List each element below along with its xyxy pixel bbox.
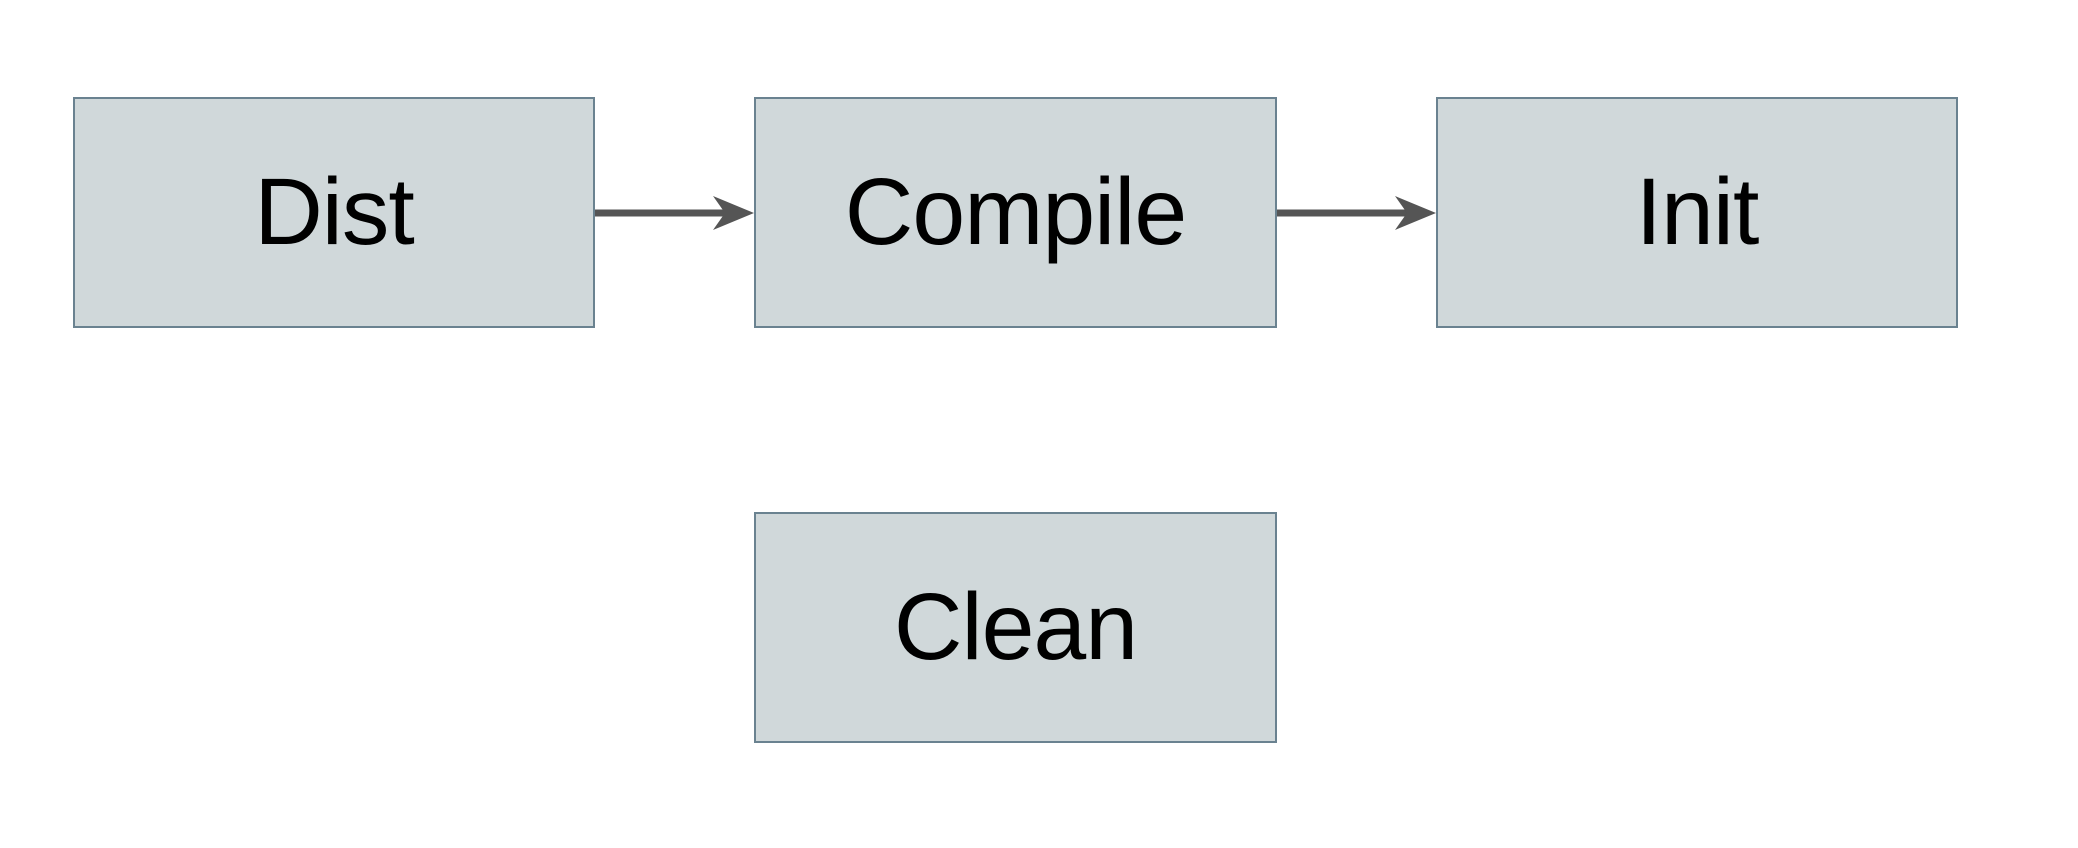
edge-compile-to-init[interactable] xyxy=(1277,195,1436,235)
arrowhead-icon xyxy=(1395,196,1436,230)
edge-dist-to-compile[interactable] xyxy=(595,195,754,235)
node-init[interactable]: Init xyxy=(1436,97,1958,328)
node-compile[interactable]: Compile xyxy=(754,97,1277,328)
node-compile-label: Compile xyxy=(844,159,1187,265)
node-init-label: Init xyxy=(1635,159,1760,265)
arrowhead-icon xyxy=(713,196,754,230)
node-clean[interactable]: Clean xyxy=(754,512,1277,743)
edge-compile-to-init-svg xyxy=(1277,196,1436,230)
node-clean-label: Clean xyxy=(893,574,1138,680)
edge-dist-to-compile-svg xyxy=(595,196,754,230)
node-dist-label: Dist xyxy=(254,159,415,265)
node-dist[interactable]: Dist xyxy=(73,97,595,328)
